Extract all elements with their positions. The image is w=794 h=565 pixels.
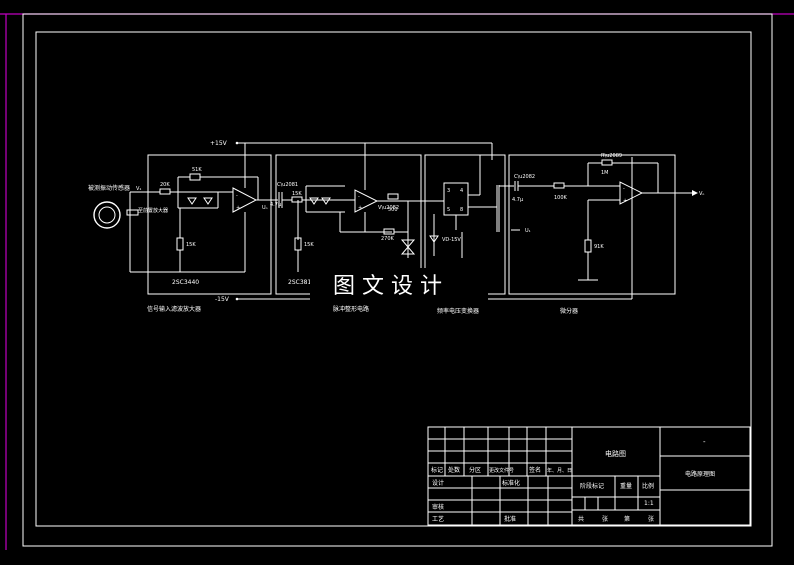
- watermark-backdrop: [310, 268, 488, 302]
- output-label: Vₒ: [699, 191, 705, 197]
- tb-drawing-title: 电路原理图: [685, 470, 715, 478]
- resistor-r3: [176, 237, 184, 251]
- svg-text:+: +: [358, 205, 362, 211]
- hdr-sign: 签名: [529, 466, 541, 474]
- resistor-r2: [189, 173, 201, 181]
- svg-text:C\u2082: C\u2082: [514, 174, 535, 180]
- svg-text:R\u2089: R\u2089: [601, 153, 622, 159]
- svg-text:C\u2081: C\u2081: [277, 182, 298, 188]
- zener-label: VD-15V: [442, 237, 461, 243]
- stage-2-pulse-shaping: C\u2081 4.7μ 15K 15K - + V\u2082 500 270…: [270, 143, 430, 295]
- tb-scale-value: 1:1: [644, 500, 654, 507]
- svg-text:-: -: [236, 193, 238, 199]
- capacitor-c1-label: 4.7μ: [270, 202, 282, 208]
- tb-stage-mark: 阶段标记: [580, 482, 604, 490]
- resistor-r2-label: 51K: [192, 167, 202, 173]
- svg-text:4: 4: [460, 188, 463, 194]
- tb-scale: 比例: [642, 482, 654, 490]
- ic2-label: 2SC3810: [288, 279, 315, 286]
- ic1-label: 2SC3440: [172, 279, 199, 286]
- hdr-date: 年、月、日: [547, 467, 572, 474]
- rail-positive-label: +15V: [210, 140, 228, 147]
- tb-design: 设计: [432, 479, 444, 487]
- tb-weight: 重量: [620, 482, 632, 490]
- stage1-caption: 信号输入滤波放大器: [147, 305, 201, 313]
- rail-negative-label: -15V: [215, 296, 230, 303]
- resistor-r3-label: 15K: [186, 242, 196, 248]
- diode-d2: [203, 197, 213, 205]
- stage-3-fv-converter: 3 4 5 8 VD-15V: [424, 154, 506, 295]
- stage4-caption: 微分器: [560, 307, 578, 315]
- svg-text:5: 5: [447, 207, 450, 213]
- stage2-caption: 脉冲整形电路: [333, 305, 369, 313]
- tb-sheets-total: 共: [578, 515, 584, 523]
- svg-text:-: -: [623, 186, 625, 192]
- hdr-count: 处数: [448, 466, 460, 474]
- hdr-change-doc: 更改文件号: [489, 467, 514, 474]
- outer-frame: [22, 13, 773, 547]
- ue-label: U₁: [525, 228, 531, 234]
- stage-1-filter-amplifier: 被测振动传感器 至前置放大器 V₁ 20K 51K - + Uₒ 15K: [88, 143, 278, 295]
- tb-sheets-unit: 张: [602, 515, 608, 523]
- resistor-r1: [159, 188, 171, 195]
- sensor-coil-inner: [98, 206, 116, 224]
- resistor-r4: [291, 196, 303, 203]
- svg-text:-: -: [358, 194, 360, 200]
- svg-text:+: +: [623, 198, 627, 204]
- amp-input-connector: [126, 209, 139, 216]
- resistor-r10-label: 91K: [594, 244, 604, 250]
- resistor-r8: [553, 182, 565, 189]
- hdr-zone: 分区: [469, 466, 481, 474]
- sensor-label: 被测振动传感器: [88, 184, 130, 192]
- opamp-2: [354, 189, 379, 213]
- resistor-r5-label: 15K: [304, 242, 314, 248]
- resistor-r1-label: 20K: [160, 182, 170, 188]
- svg-text:+: +: [236, 205, 240, 211]
- resistor-r4-label: 15K: [292, 191, 302, 197]
- stage1-out-label: Uₒ: [262, 205, 268, 211]
- drawing-border: [35, 31, 752, 527]
- resistor-r6-label: 500: [388, 207, 398, 213]
- hdr-mark: 标记: [431, 466, 443, 474]
- sensor-coil-outer: [93, 201, 121, 229]
- stage-4-differentiator: C\u2082 4.7μ 100K R\u2089 1M - + Vₒ 91K …: [499, 153, 705, 295]
- diode-d4: [321, 197, 331, 205]
- resistor-r9-label: 1M: [601, 170, 609, 176]
- diode-d3: [309, 197, 319, 205]
- tb-approve: 批准: [504, 515, 516, 523]
- opamp-1: [232, 187, 258, 213]
- resistor-r7-label: 270K: [381, 236, 395, 242]
- tb-sheet-unit: 张: [648, 515, 654, 523]
- diode-d1: [187, 197, 197, 205]
- resistor-r6: [387, 193, 399, 200]
- watermark-text: 图 文 设 计: [333, 274, 442, 299]
- tb-review: 审核: [432, 503, 444, 511]
- zener-diode: [400, 239, 416, 248]
- opamp-3: [619, 181, 644, 205]
- svg-text:V\u2082: V\u2082: [378, 205, 399, 211]
- resistor-r10: [584, 239, 592, 253]
- svg-text:3: 3: [447, 188, 450, 194]
- tb-drawing-name: 电路图: [605, 449, 626, 458]
- stage3-caption: 频率电压变换器: [437, 307, 479, 315]
- tb-top-right-mark: -: [703, 438, 706, 446]
- resistor-r9: [601, 159, 613, 166]
- tb-sheet-no: 第: [624, 515, 630, 523]
- resistor-r8-label: 100K: [554, 195, 568, 201]
- svg-text:8: 8: [460, 207, 463, 213]
- tb-process: 工艺: [432, 515, 444, 523]
- vin-label: V₁: [136, 186, 141, 192]
- capacitor-c2-label: 4.7μ: [512, 197, 524, 203]
- tb-standardization: 标准化: [502, 479, 520, 487]
- title-block: 标记 处数 分区 更改文件号 签名 年、月、日 设计 标准化 审核 工艺 批准 …: [427, 426, 751, 526]
- amp-input-label: 至前置放大器: [138, 207, 168, 214]
